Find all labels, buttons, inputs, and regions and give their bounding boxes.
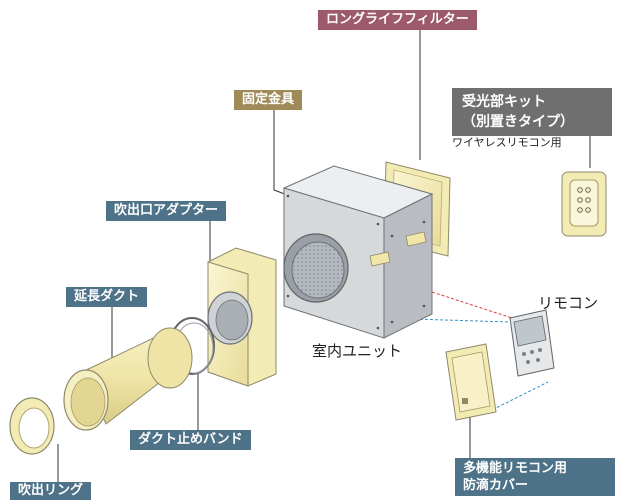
label-indoor-unit: 室内ユニット xyxy=(312,342,403,360)
receiver-kit-device xyxy=(561,171,607,237)
receiver-kit-line1: 受光部キット xyxy=(462,94,546,110)
label-fixing-bracket: 固定金具 xyxy=(234,90,303,110)
label-outlet-ring: 吹出リング xyxy=(10,482,92,500)
label-duct-band: ダクト止めバンド xyxy=(130,430,251,450)
label-remote-control: リモコン xyxy=(538,294,599,312)
label-long-life-filter: ロングライフフィルター xyxy=(318,10,477,30)
indoor-unit xyxy=(282,165,434,339)
red-dashed-line xyxy=(431,291,513,319)
drip-proof-cover-line1: 多機能リモコン用 xyxy=(463,461,568,476)
drip-proof-cover-line2: 防滴カバー xyxy=(463,478,529,493)
leader-bracket xyxy=(273,108,291,197)
label-outlet-adapter: 吹出口アダプター xyxy=(106,201,227,221)
leader-lines xyxy=(57,30,591,484)
label-wireless-remote: ワイヤレスリモコン用 xyxy=(452,136,562,149)
outlet-ring xyxy=(9,397,55,455)
remote-control-device xyxy=(509,309,555,377)
label-receiver-kit: 受光部キット （別置きタイプ） xyxy=(452,88,612,136)
receiver-kit-line2: （別置きタイプ） xyxy=(462,114,574,130)
label-drip-proof-cover: 多機能リモコン用 防滴カバー xyxy=(455,458,615,496)
outlet-adapter xyxy=(207,247,277,387)
drip-proof-cover-device xyxy=(445,343,497,421)
extension-duct xyxy=(63,327,193,431)
blue-dashed-line-bottom xyxy=(487,381,549,413)
label-extension-duct: 延長ダクト xyxy=(66,287,148,307)
